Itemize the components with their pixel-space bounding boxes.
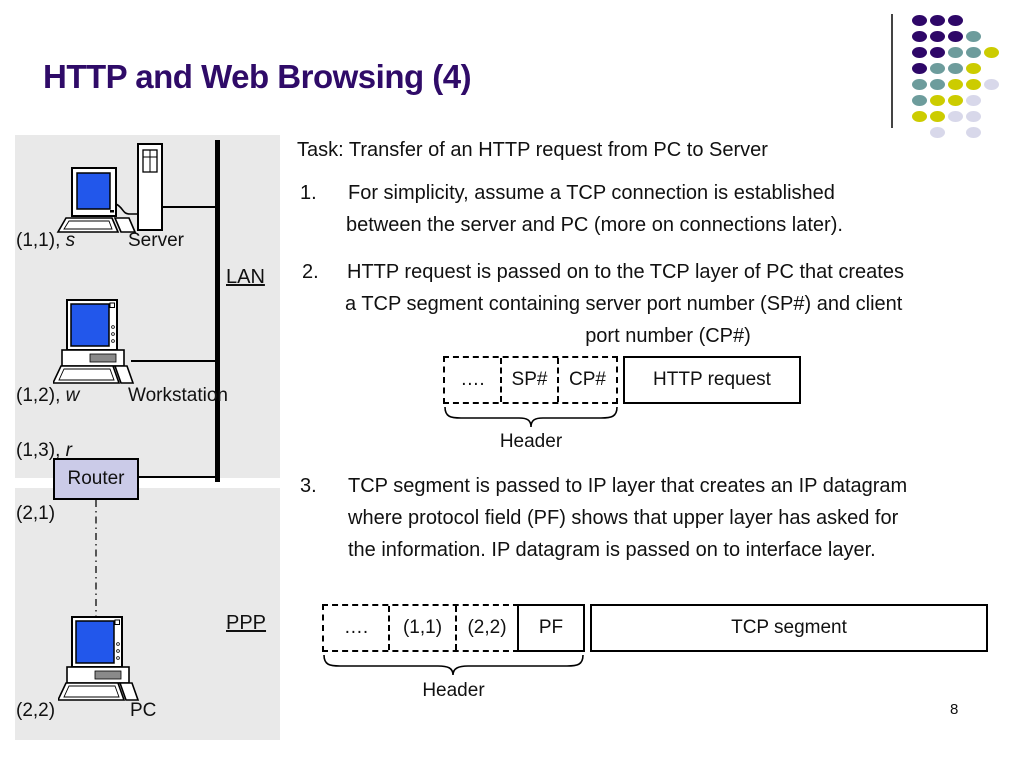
- task-line: Task: Transfer of an HTTP request from P…: [297, 139, 768, 161]
- ornament-dot: [948, 79, 963, 90]
- ornament-dot: [912, 47, 927, 58]
- ornament-dot: [930, 127, 945, 138]
- router-lan-link-line: [138, 476, 217, 478]
- ornament-dot: [966, 79, 981, 90]
- server-lan-link-line: [160, 206, 216, 208]
- item3-line3: the information. IP datagram is passed o…: [348, 539, 876, 561]
- router-node: Router: [53, 458, 139, 500]
- ornament-dot: [912, 15, 927, 26]
- ornament-dot: [930, 31, 945, 42]
- server-label: Server: [128, 230, 184, 251]
- item1-number: 1.: [300, 182, 317, 204]
- item1-line1: For simplicity, assume a TCP connection …: [348, 182, 835, 204]
- workstation-icon: [53, 299, 135, 384]
- ip-header-cell-src: (1,1): [388, 606, 455, 650]
- ip-datagram-fields: …. (1,1) (2,2) PF TCP segment: [322, 604, 988, 652]
- ornament-dot: [984, 79, 999, 90]
- workstation-address-label: (1,2), w: [16, 385, 80, 406]
- ornament-dot: [912, 31, 927, 42]
- workstation-label: Workstation: [128, 385, 228, 406]
- page-title: HTTP and Web Browsing (4): [43, 58, 472, 95]
- workstation-interface-var: w: [65, 385, 80, 406]
- tcp-header-cell-cp: CP#: [557, 358, 616, 402]
- ornament-dot: [966, 47, 981, 58]
- ornament-dot: [948, 63, 963, 74]
- ornament-dot: [966, 95, 981, 106]
- lan-bus-line: [215, 140, 220, 482]
- pc-icon: [58, 616, 140, 701]
- server-interface-var: s: [65, 230, 76, 251]
- tcp-segment-diagram: …. SP# CP# HTTP request Header: [443, 356, 801, 452]
- ip-payload-cell: TCP segment: [590, 604, 988, 652]
- tcp-header-cell-sp: SP#: [500, 358, 557, 402]
- ornament-dot: [948, 31, 963, 42]
- tcp-header-brace: [444, 407, 618, 428]
- ornament-dot: [948, 47, 963, 58]
- ornament-dot: [912, 79, 927, 90]
- tcp-payload-cell: HTTP request: [623, 356, 801, 404]
- item2-line3: port number (CP#): [585, 325, 751, 347]
- ip-header-label: Header: [422, 680, 485, 701]
- server-icon: [56, 143, 163, 233]
- router-lan-address-label: (1,3), r: [16, 440, 72, 461]
- ornament-dot: [930, 79, 945, 90]
- ornament-vertical-line: [891, 14, 893, 128]
- ip-header-cell-dst: (2,2): [455, 606, 517, 650]
- item2-line2: a TCP segment containing server port num…: [345, 293, 903, 315]
- ornament-dot: [966, 111, 981, 122]
- ip-header-cell-pf: PF: [517, 604, 585, 652]
- ornament-dot: [930, 15, 945, 26]
- item2-number: 2.: [302, 261, 319, 283]
- ornament-dot: [930, 95, 945, 106]
- item3-line1: TCP segment is passed to IP layer that c…: [348, 475, 908, 497]
- item2-line1: HTTP request is passed on to the TCP lay…: [347, 261, 904, 283]
- item3-line2: where protocol field (PF) shows that upp…: [348, 507, 899, 529]
- ornament-dot: [930, 47, 945, 58]
- ppp-label: PPP: [226, 612, 267, 634]
- ip-header-cell-ellipsis: ….: [343, 617, 369, 638]
- router-label: Router: [67, 468, 125, 489]
- tcp-segment-fields: …. SP# CP# HTTP request: [443, 356, 801, 404]
- item1-line2: between the server and PC (more on conne…: [346, 214, 843, 236]
- lan-label: LAN: [226, 266, 265, 288]
- ornament-dot: [948, 95, 963, 106]
- ornament-dot: [912, 63, 927, 74]
- ip-header-brace: [323, 655, 584, 676]
- ornament-dot: [912, 111, 927, 122]
- ornament-dot: [984, 47, 999, 58]
- item3-number: 3.: [300, 475, 317, 497]
- ornament-dot: [966, 31, 981, 42]
- ornament-dot: [930, 111, 945, 122]
- ornament-dot: [948, 15, 963, 26]
- ornament-dot-pattern-icon: [912, 15, 1012, 145]
- pc-address-label: (2,2): [16, 700, 56, 721]
- pc-label: PC: [130, 700, 157, 721]
- router-lan-interface-var: r: [65, 440, 72, 461]
- ornament-dot: [966, 63, 981, 74]
- server-address-label: (1,1), s: [16, 230, 76, 251]
- ornament-dot: [966, 127, 981, 138]
- router-ppp-address-label: (2,1): [16, 503, 56, 524]
- workstation-lan-link-line: [131, 360, 216, 362]
- router-pc-ppp-link-line: [95, 500, 97, 618]
- tcp-header-label: Header: [499, 431, 563, 452]
- page-number: 8: [950, 701, 959, 718]
- ornament-dot: [948, 111, 963, 122]
- ip-datagram-diagram: …. (1,1) (2,2) PF TCP segment Header: [322, 604, 988, 701]
- tcp-header-dashed-box: …. SP# CP#: [443, 356, 618, 404]
- ornament-dot: [930, 63, 945, 74]
- ip-header-dashed-box: …. (1,1) (2,2): [322, 604, 519, 652]
- ornament-dot: [912, 95, 927, 106]
- tcp-header-cell-ellipsis: ….: [460, 369, 485, 390]
